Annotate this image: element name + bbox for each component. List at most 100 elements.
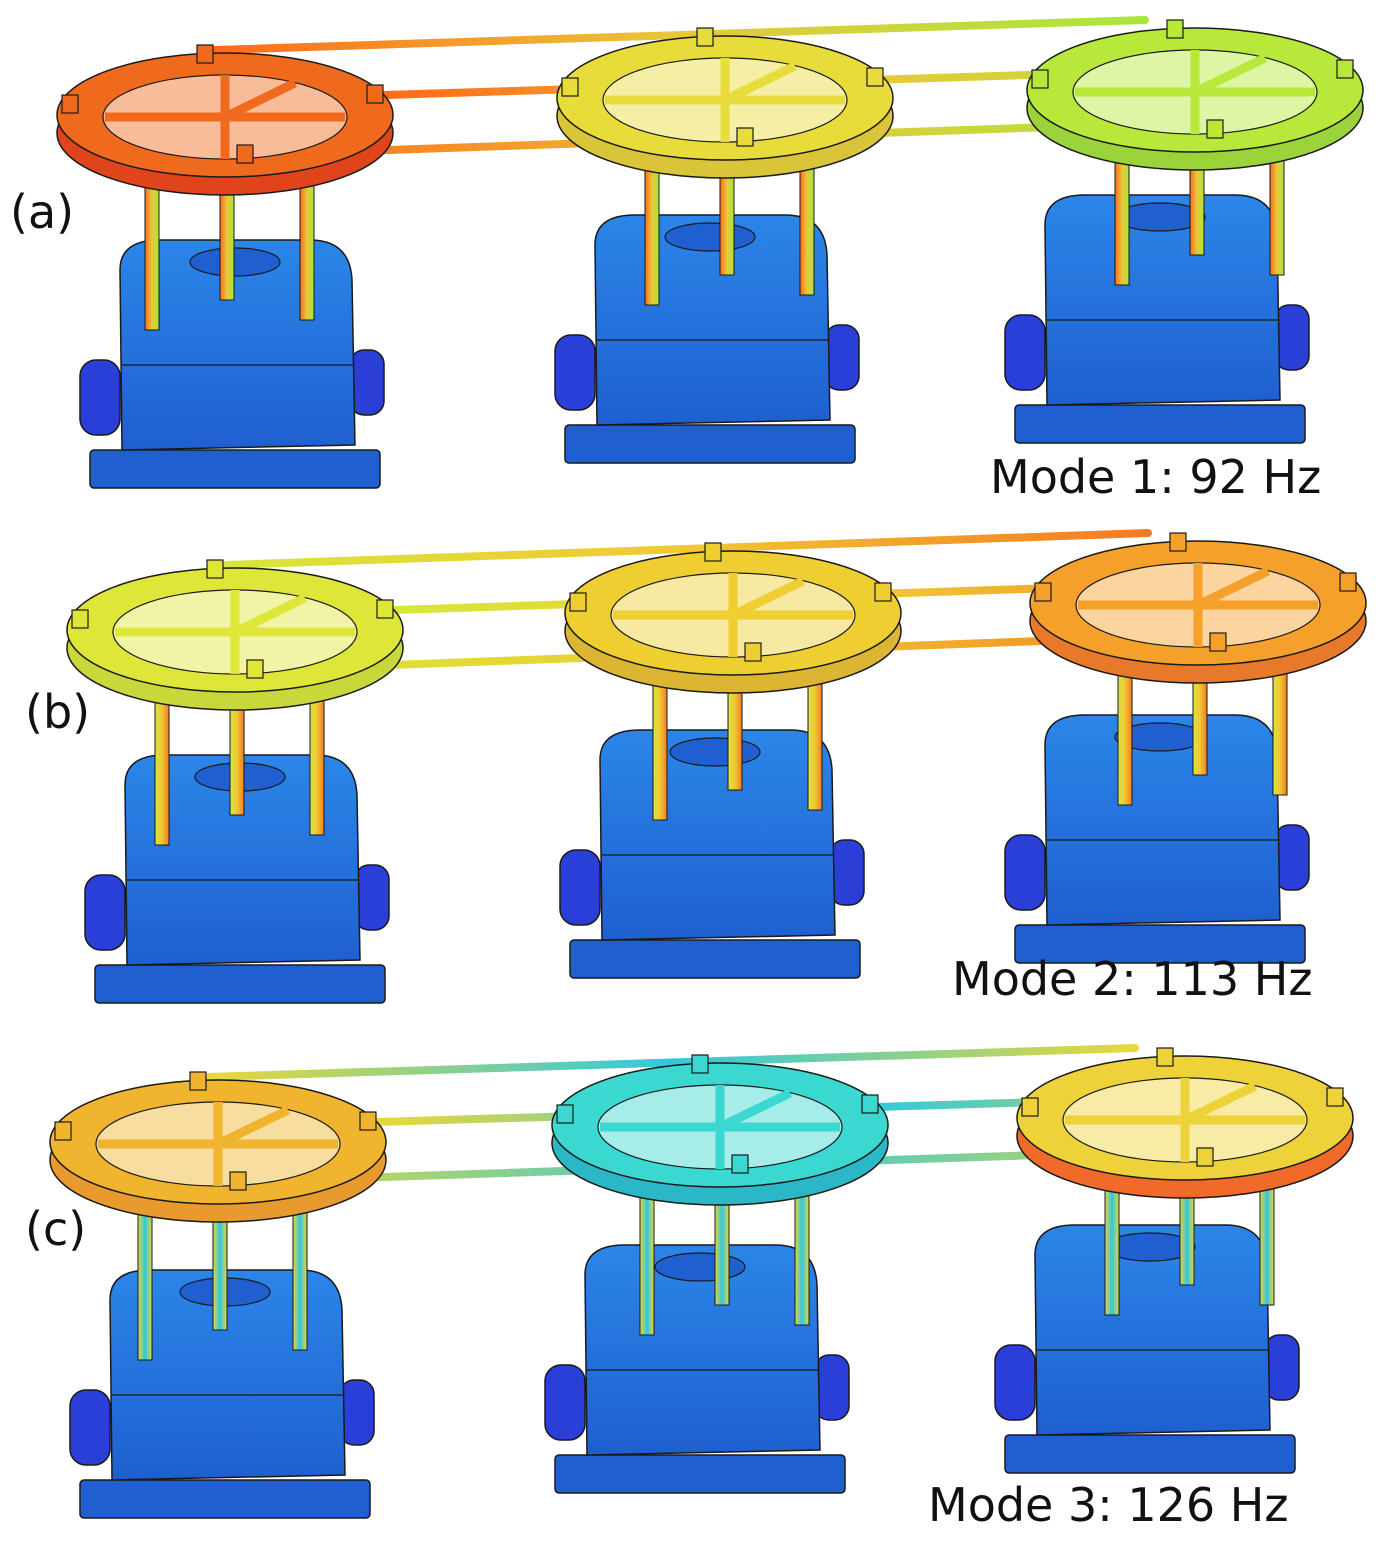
ring-mount-block	[1169, 532, 1187, 552]
base-rail	[1014, 924, 1306, 964]
support-leg	[644, 152, 660, 306]
panel-b-drawing	[66, 529, 1367, 1004]
ring-mount-block	[731, 1154, 749, 1174]
base-rail	[79, 1479, 371, 1519]
ring-mount-block	[1196, 1147, 1214, 1167]
support-leg	[292, 1196, 308, 1351]
ring-mount-block	[556, 1104, 574, 1124]
ring-mount-block	[874, 582, 892, 602]
ring-crossbar	[723, 61, 797, 105]
ring-mount-block	[866, 67, 884, 87]
ring-mount-block	[54, 1121, 72, 1141]
wheel-right	[339, 1379, 375, 1446]
wheel-right	[354, 864, 390, 931]
platform-ring-2	[556, 27, 894, 179]
ring-crossbar	[718, 1088, 792, 1132]
support-leg	[807, 667, 823, 811]
panel-c-mode-caption: Mode 3: 126 Hz	[928, 1478, 1289, 1532]
base-rail	[554, 1454, 846, 1494]
panel-c-label: (c)	[25, 1202, 87, 1256]
base-rail	[89, 449, 381, 489]
ring-mount-block	[1336, 59, 1354, 79]
robot-unit-2	[544, 1179, 850, 1494]
ring-mount-block	[736, 127, 754, 147]
support-leg	[1114, 144, 1130, 286]
panel-c-drawing	[49, 1044, 1354, 1519]
panel-a-drawing	[56, 16, 1364, 489]
ring-mount-block	[359, 1111, 377, 1131]
support-leg	[799, 152, 815, 296]
robot-unit-2	[559, 667, 865, 979]
wheel-left	[559, 849, 601, 926]
connecting-rod-top	[204, 1044, 1139, 1081]
ring-crossbar	[731, 576, 805, 620]
ring-mount-block	[1021, 1097, 1039, 1117]
robot-top-cap	[654, 1252, 746, 1282]
robot-unit-3	[994, 1172, 1300, 1474]
ring-mount-block	[1031, 69, 1049, 89]
ring-mount-block	[561, 77, 579, 97]
platform-ring-2	[564, 542, 902, 694]
wheel-left	[79, 359, 121, 436]
wheel-left	[544, 1364, 586, 1441]
robot-top-cap	[669, 737, 761, 767]
support-leg	[1269, 144, 1285, 276]
wheel-right	[829, 839, 865, 906]
wheel-right	[1274, 824, 1310, 891]
ring-mount-block	[1156, 1047, 1174, 1067]
support-leg	[299, 169, 315, 321]
wheel-right	[349, 349, 385, 416]
robot-unit-1	[84, 684, 390, 1004]
support-leg	[1272, 657, 1288, 796]
base-rail	[1014, 404, 1306, 444]
ring-crossbar	[223, 78, 297, 122]
ring-mount-block	[1166, 19, 1184, 39]
ring-mount-block	[366, 84, 384, 104]
ring-mount-block	[1034, 582, 1052, 602]
support-leg	[1117, 657, 1133, 806]
robot-unit-2	[554, 152, 860, 464]
platform-ring-3	[1016, 1047, 1354, 1199]
wheel-left	[554, 334, 596, 411]
base-rail	[1004, 1434, 1296, 1474]
ring-crossbar	[216, 1105, 290, 1149]
ring-mount-block	[1206, 119, 1224, 139]
ring-mount-block	[861, 1094, 879, 1114]
robot-unit-1	[79, 169, 385, 489]
wheel-left	[994, 1344, 1036, 1421]
robot-top-cap	[664, 222, 756, 252]
ring-mount-block	[704, 542, 722, 562]
panel-a-mode-caption: Mode 1: 92 Hz	[990, 450, 1322, 504]
ring-crossbar	[1196, 566, 1270, 610]
connecting-rod-top	[211, 16, 1149, 54]
support-leg	[137, 1196, 153, 1361]
ring-mount-block	[189, 1071, 207, 1091]
connecting-rod-top	[221, 529, 1152, 569]
ring-mount-block	[246, 659, 264, 679]
support-leg	[652, 667, 668, 821]
robot-unit-3	[1004, 657, 1310, 964]
platform-ring-2	[551, 1054, 889, 1206]
ring-mount-block	[569, 592, 587, 612]
ring-mount-block	[196, 44, 214, 64]
ring-mount-block	[206, 559, 224, 579]
platform-ring-1	[66, 559, 404, 711]
ring-mount-block	[744, 642, 762, 662]
platform-ring-1	[56, 44, 394, 196]
ring-mount-block	[71, 609, 89, 629]
base-rail	[569, 939, 861, 979]
ring-crossbar	[233, 593, 307, 637]
wheel-left	[1004, 834, 1046, 911]
robot-top-cap	[189, 247, 281, 277]
wheel-left	[84, 874, 126, 951]
ring-mount-block	[236, 144, 254, 164]
robot-unit-1	[69, 1196, 375, 1519]
ring-mount-block	[229, 1171, 247, 1191]
ring-mount-block	[696, 27, 714, 47]
platform-ring-1	[49, 1071, 387, 1223]
support-leg	[144, 169, 160, 331]
panel-b-mode-caption: Mode 2: 113 Hz	[952, 952, 1313, 1006]
ring-mount-block	[1326, 1087, 1344, 1107]
wheel-right	[814, 1354, 850, 1421]
robot-unit-3	[1004, 144, 1310, 444]
